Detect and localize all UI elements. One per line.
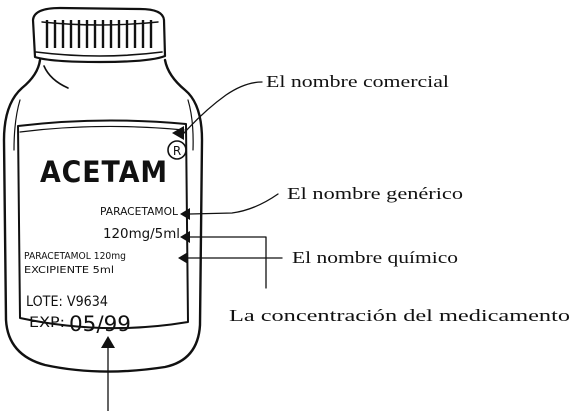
leader-commercial [183, 81, 263, 134]
chemical-name-line1: PARACETAMOL 120mg [24, 251, 126, 262]
bottle-cap [31, 6, 167, 64]
brand-name: ACETAM [40, 155, 168, 189]
generic-name-line1: PARACETAMOL [100, 206, 178, 218]
bottle-label-panel [17, 119, 189, 330]
callout-generic-name: El nombre genérico [287, 184, 463, 203]
arrowhead-chemical [178, 252, 188, 264]
chemical-name-line2: EXCIPIENTE 5ml [24, 265, 114, 276]
callout-concentration: La concentración del medicamento [229, 306, 570, 325]
generic-name-line2: 120mg/5ml [103, 227, 180, 242]
expiry-value: 05/99 [69, 312, 131, 336]
registered-mark: R [173, 144, 181, 158]
arrowhead-bottom [101, 336, 115, 348]
arrowhead-concentration [180, 231, 190, 243]
bottle-body [2, 58, 204, 373]
registered-mark-circle [167, 140, 187, 160]
expiry-label: EXP: [29, 315, 65, 331]
arrowhead-commercial [172, 126, 184, 140]
leader-concentration [189, 236, 267, 289]
arrowheads [101, 126, 190, 348]
label-text-group: ACETAM R PARACETAMOL 120mg/5ml PARACETAM… [24, 140, 187, 336]
callout-chemical-name: El nombre químico [292, 248, 458, 267]
leader-generic [189, 193, 279, 215]
lot-number: LOTE: V9634 [26, 294, 108, 310]
arrowhead-generic [180, 208, 190, 220]
callout-commercial-name: El nombre comercial [266, 72, 449, 91]
leader-lines [107, 81, 283, 411]
